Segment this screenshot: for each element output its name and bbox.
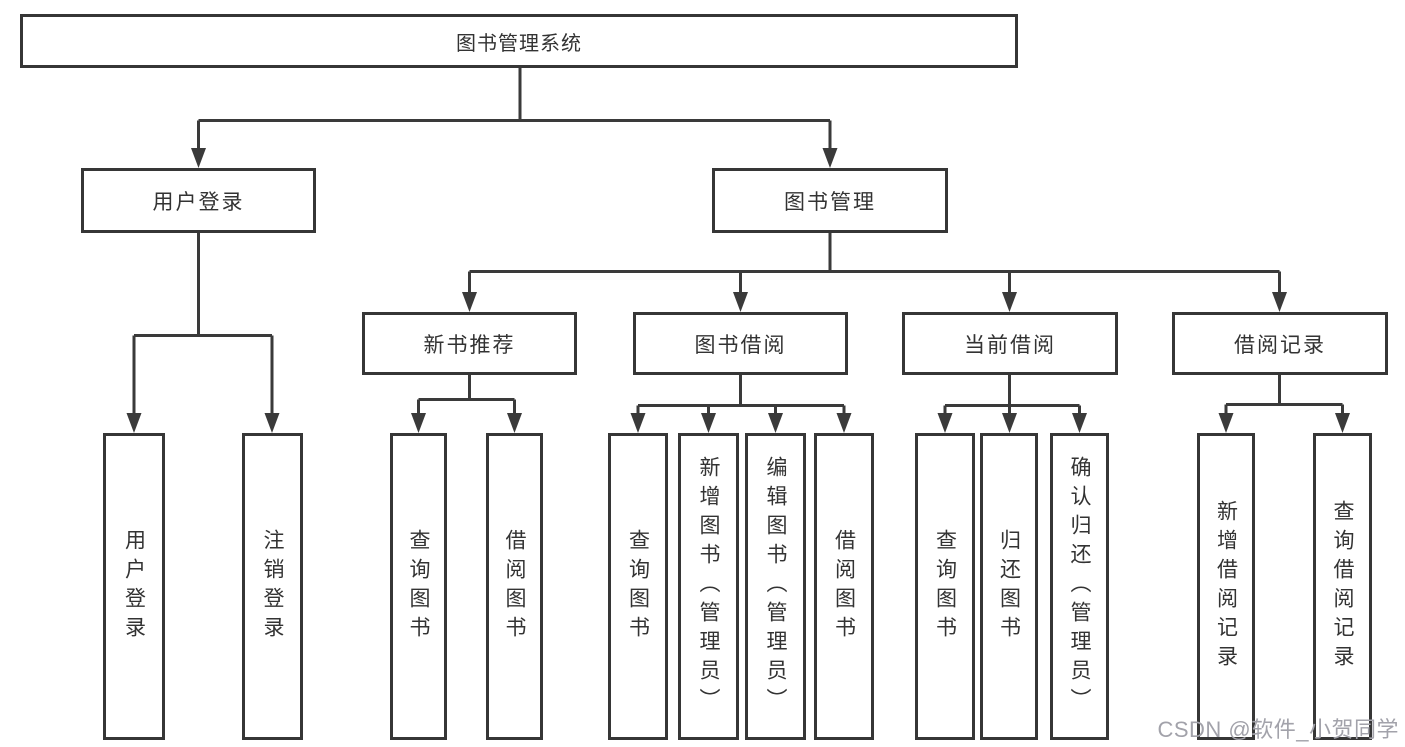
leaf-current-confirm-return-admin-label: 确认归还（管理员） xyxy=(1068,456,1091,717)
node-user-login: 用户登录 xyxy=(81,168,316,233)
arrow-down-icon xyxy=(191,148,206,168)
leaf-records-add-record-label: 新增借阅记录 xyxy=(1214,499,1238,674)
leaf-borrowing-add-books-admin: 新增图书（管理员） xyxy=(678,433,739,740)
node-book-borrowing-label: 图书借阅 xyxy=(694,333,787,357)
leaf-newbooks-query-books-label: 查询图书 xyxy=(407,528,430,645)
node-book-management-label: 图书管理 xyxy=(784,190,876,214)
leaf-user-login: 用户登录 xyxy=(103,433,165,740)
arrow-down-icon xyxy=(630,413,646,433)
leaf-newbooks-query-books: 查询图书 xyxy=(390,433,447,740)
arrow-down-icon xyxy=(462,292,477,312)
leaf-logout: 注销登录 xyxy=(242,433,303,740)
leaf-current-query-books-label: 查询图书 xyxy=(933,528,957,645)
arrow-down-icon xyxy=(822,148,838,168)
connector-root-to-level2 xyxy=(191,66,838,168)
arrow-down-icon xyxy=(1335,413,1350,433)
node-borrowing-records: 借阅记录 xyxy=(1172,312,1388,375)
leaf-borrowing-edit-books-admin: 编辑图书（管理员） xyxy=(745,433,806,740)
csdn-watermark: CSDN @软件_小贺同学 xyxy=(1157,717,1399,742)
arrow-down-icon xyxy=(507,413,522,433)
node-user-login-label: 用户登录 xyxy=(152,190,245,214)
leaf-logout-label: 注销登录 xyxy=(261,528,284,645)
leaf-borrowing-borrow-books-label: 借阅图书 xyxy=(832,528,856,645)
node-new-book-recommendation-label: 新书推荐 xyxy=(423,333,516,357)
arrow-down-icon xyxy=(1272,292,1287,312)
leaf-records-query-record: 查询借阅记录 xyxy=(1313,433,1372,740)
leaf-newbooks-borrow-books: 借阅图书 xyxy=(486,433,543,740)
node-library-management-system: 图书管理系统 xyxy=(20,14,1018,68)
leaf-records-query-record-label: 查询借阅记录 xyxy=(1331,499,1354,674)
node-library-management-system-label: 图书管理系统 xyxy=(456,32,582,55)
connector-userlogin-to-leaves xyxy=(126,232,280,433)
arrow-down-icon xyxy=(733,292,748,312)
connector-borrowing-to-leaves xyxy=(630,375,852,433)
node-book-management: 图书管理 xyxy=(712,168,948,233)
leaf-records-add-record: 新增借阅记录 xyxy=(1197,433,1255,740)
connector-current-to-leaves xyxy=(937,375,1087,433)
leaf-borrowing-query-books: 查询图书 xyxy=(608,433,668,740)
arrow-down-icon xyxy=(1218,413,1234,433)
leaf-current-return-books: 归还图书 xyxy=(980,433,1038,740)
leaf-user-login-label: 用户登录 xyxy=(122,528,146,645)
arrow-down-icon xyxy=(264,413,280,433)
node-new-book-recommendation: 新书推荐 xyxy=(362,312,577,375)
arrow-down-icon xyxy=(701,413,716,433)
leaf-borrowing-borrow-books: 借阅图书 xyxy=(814,433,874,740)
arrow-down-icon xyxy=(1002,292,1017,312)
arrow-down-icon xyxy=(937,413,953,433)
leaf-borrowing-query-books-label: 查询图书 xyxy=(626,528,650,645)
connector-records-to-leaves xyxy=(1218,375,1350,433)
arrow-down-icon xyxy=(411,413,426,433)
leaf-newbooks-borrow-books-label: 借阅图书 xyxy=(503,528,526,645)
arrow-down-icon xyxy=(126,413,142,433)
leaf-borrowing-edit-books-admin-label: 编辑图书（管理员） xyxy=(764,456,787,717)
arrow-down-icon xyxy=(1002,413,1017,433)
connector-newbooks-to-leaves xyxy=(411,375,522,433)
leaf-borrowing-add-books-admin-label: 新增图书（管理员） xyxy=(697,456,720,717)
node-borrowing-records-label: 借阅记录 xyxy=(1234,333,1326,357)
node-current-borrowing-label: 当前借阅 xyxy=(964,333,1056,357)
leaf-current-confirm-return-admin: 确认归还（管理员） xyxy=(1050,433,1109,740)
node-current-borrowing: 当前借阅 xyxy=(902,312,1118,375)
arrow-down-icon xyxy=(836,413,852,433)
arrow-down-icon xyxy=(1072,413,1087,433)
arrow-down-icon xyxy=(768,413,783,433)
leaf-current-return-books-label: 归还图书 xyxy=(997,528,1021,645)
node-book-borrowing: 图书借阅 xyxy=(633,312,848,375)
connector-bookmgmt-to-level3 xyxy=(462,232,1287,312)
leaf-current-query-books: 查询图书 xyxy=(915,433,975,740)
